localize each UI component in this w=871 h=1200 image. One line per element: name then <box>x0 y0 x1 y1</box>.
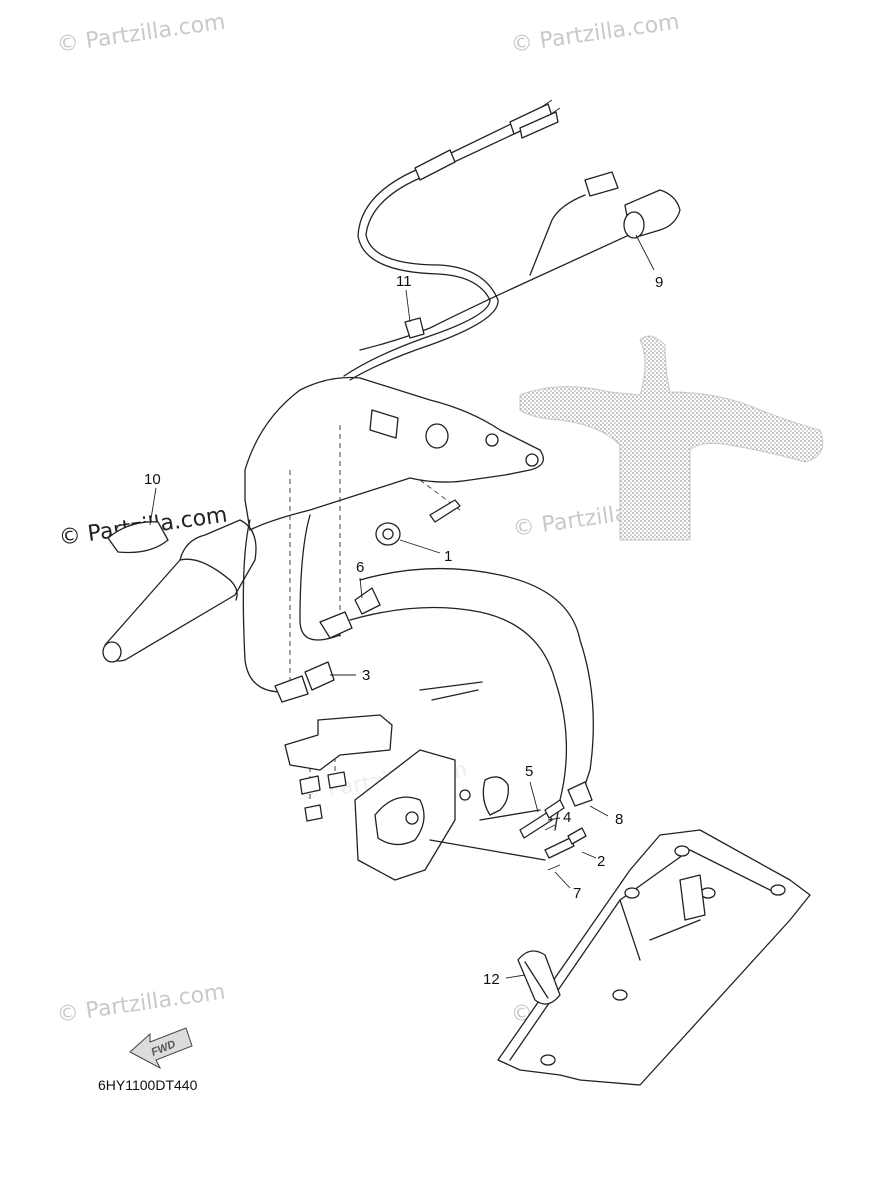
shift-throttle-cables <box>242 514 594 831</box>
callout-9: 9 <box>655 274 663 291</box>
callout-12: 12 <box>483 971 500 988</box>
watermark: © Partzilla.com <box>509 10 681 58</box>
callout-leaders <box>149 234 655 979</box>
callout-5: 5 <box>525 763 533 780</box>
cable-clips <box>274 317 425 703</box>
tiller-handle <box>102 376 544 663</box>
fwd-arrow: FWD <box>129 1027 193 1070</box>
diagram-code: 6HY1100DT440 <box>98 1077 198 1093</box>
control-cables <box>343 99 561 381</box>
cable-ends <box>519 781 593 871</box>
shift-mechanism <box>354 681 546 881</box>
cover-cap <box>107 521 169 554</box>
callout-7: 7 <box>573 885 581 902</box>
callout-6: 6 <box>356 559 364 576</box>
bracket-plate <box>284 714 393 822</box>
watermark: © Partzilla.com <box>55 980 227 1028</box>
callout-1: 1 <box>444 548 452 565</box>
wire-harness <box>359 171 681 351</box>
bottom-tray <box>497 829 811 1086</box>
callout-11: 11 <box>396 273 412 290</box>
callout-8: 8 <box>615 811 623 828</box>
grommet <box>517 950 561 1005</box>
watermark: © Partzilla.com <box>55 10 227 58</box>
callout-10: 10 <box>144 471 161 488</box>
callout-2: 2 <box>597 853 605 870</box>
steering-bracket-reference <box>519 335 824 541</box>
callout-3: 3 <box>362 667 370 684</box>
callout-4: 4 <box>563 809 571 826</box>
